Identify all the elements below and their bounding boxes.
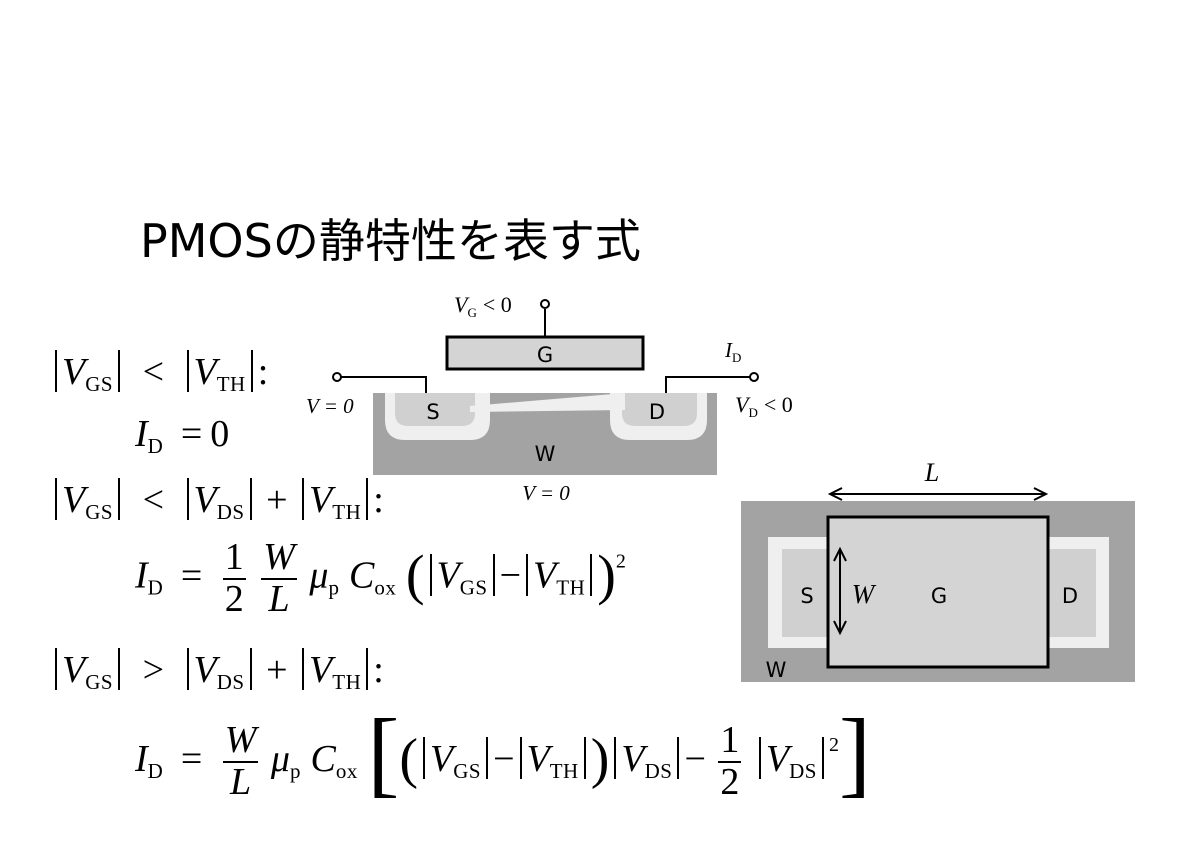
source-label: S: [426, 400, 439, 424]
top-view-source-label: S: [800, 584, 813, 608]
condition-saturation: VGS < VDS + VTH:: [50, 478, 384, 523]
source-voltage-label: V = 0: [306, 394, 354, 418]
gate-terminal: [540, 299, 550, 309]
top-view-gate-label: G: [931, 584, 947, 608]
gate-label: G: [537, 343, 553, 367]
source-terminal: [332, 372, 342, 382]
top-view-gate: [826, 515, 1050, 669]
top-view-well-label: W: [766, 658, 787, 682]
drain-label: D: [649, 400, 665, 424]
channel: [470, 393, 625, 412]
drain-terminal: [749, 372, 759, 382]
substrate-voltage-label: V = 0: [522, 481, 570, 505]
drain-voltage-label: VD< 0: [735, 392, 793, 420]
condition-linear: VGS > VDS + VTH:: [50, 648, 384, 693]
top-view-drain-label: D: [1062, 584, 1078, 608]
length-label: L: [924, 458, 939, 487]
equation-cutoff: ID =0: [135, 413, 230, 458]
gate-voltage-label: VG< 0: [454, 292, 512, 320]
drain-current-label: ID: [724, 338, 741, 365]
well-label: W: [535, 442, 556, 466]
cross-section-gate: [445, 335, 645, 371]
width-label: W: [852, 579, 877, 609]
condition-cutoff: VGS < VTH:: [50, 350, 268, 395]
page-title: PMOSの静特性を表す式: [140, 214, 641, 268]
